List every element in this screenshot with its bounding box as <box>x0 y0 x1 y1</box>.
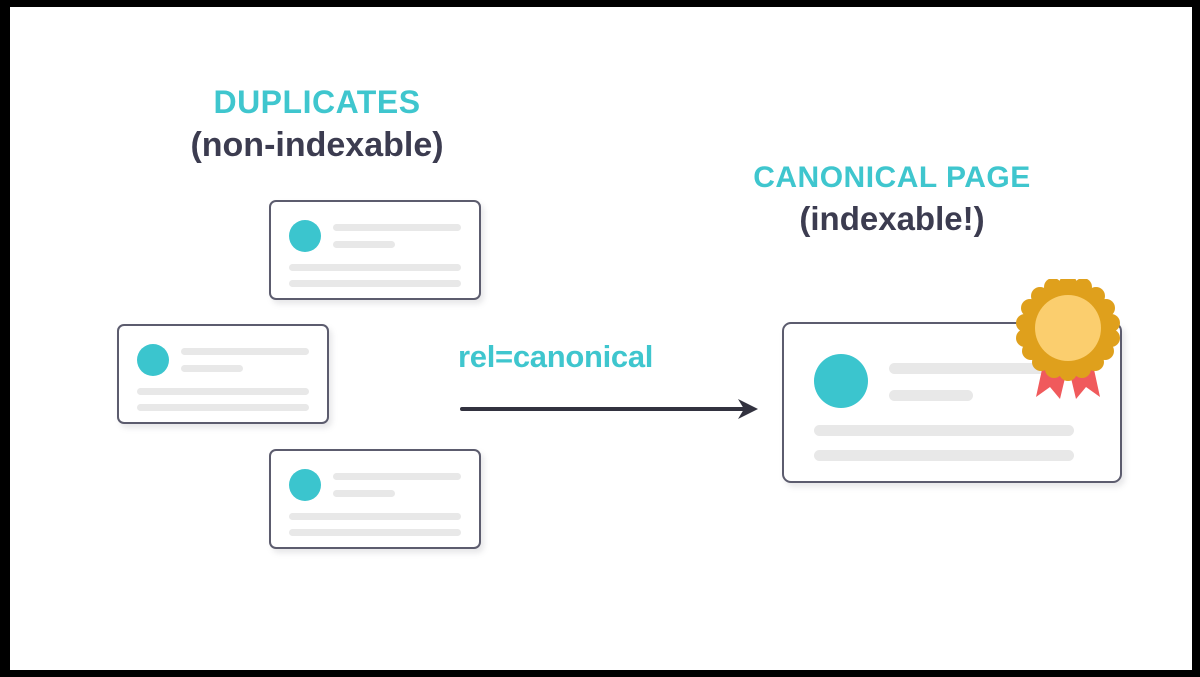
duplicates-subtitle: (non-indexable) <box>190 125 444 164</box>
award-ribbon-badge-icon <box>1016 279 1120 401</box>
canonical-subtitle: (indexable!) <box>799 199 985 237</box>
text-placeholder-line <box>333 473 461 480</box>
text-placeholder-line <box>333 224 461 231</box>
text-placeholder-line <box>289 529 461 536</box>
avatar-circle-icon <box>289 220 321 252</box>
duplicate-page-card <box>269 449 481 549</box>
text-placeholder-line <box>814 425 1074 436</box>
canonical-heading: CANONICAL PAGE (indexable!) <box>632 162 1152 237</box>
text-placeholder-line <box>333 490 395 497</box>
duplicates-heading: DUPLICATES (non-indexable) <box>57 84 577 165</box>
duplicate-page-card <box>269 200 481 300</box>
canonical-flow-arrow-icon <box>456 392 762 424</box>
avatar-circle-icon <box>137 344 169 376</box>
avatar-circle-icon <box>289 469 321 501</box>
text-placeholder-line <box>333 241 395 248</box>
text-placeholder-line <box>289 513 461 520</box>
text-placeholder-line <box>289 264 461 271</box>
text-placeholder-line <box>889 390 973 401</box>
canonical-title: CANONICAL PAGE <box>753 161 1031 194</box>
text-placeholder-line <box>137 388 309 395</box>
text-placeholder-line <box>181 365 243 372</box>
text-placeholder-line <box>289 280 461 287</box>
text-placeholder-line <box>181 348 309 355</box>
rel-canonical-label: rel=canonical <box>458 339 654 374</box>
avatar-circle-icon <box>814 354 868 408</box>
duplicate-page-card <box>117 324 329 424</box>
text-placeholder-line <box>889 363 1077 374</box>
diagram-canvas: DUPLICATES (non-indexable) CANONICAL PAG… <box>10 7 1192 670</box>
text-placeholder-line <box>814 450 1074 461</box>
image-frame: DUPLICATES (non-indexable) CANONICAL PAG… <box>10 7 1192 670</box>
text-placeholder-line <box>137 404 309 411</box>
duplicates-title: DUPLICATES <box>213 84 421 120</box>
